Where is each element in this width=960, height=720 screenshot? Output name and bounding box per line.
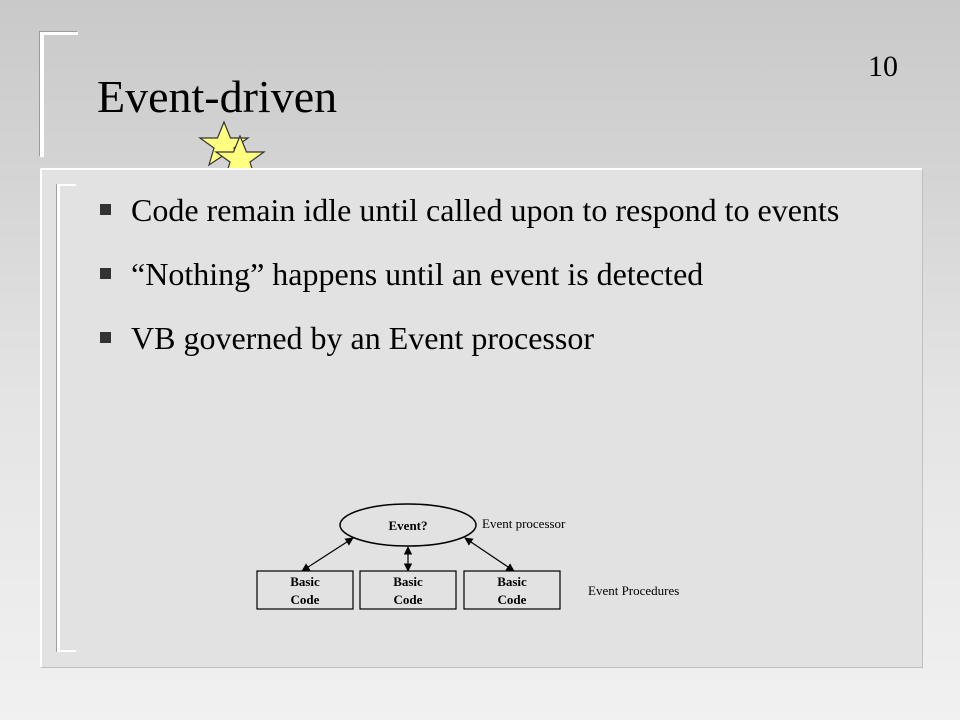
code-box-label: Basic: [393, 574, 423, 589]
code-box-label: Basic: [290, 574, 320, 589]
content-accent-bar: [57, 184, 76, 652]
title-accent-bar: [40, 32, 78, 157]
arrow-right: [464, 537, 515, 572]
slide-number: 10: [868, 50, 898, 83]
code-box-label: Code: [394, 592, 423, 607]
bullet-item: “Nothing” happens until an event is dete…: [100, 256, 880, 292]
bullet-item: Code remain idle until called upon to re…: [100, 192, 880, 228]
code-box-label: Basic: [497, 574, 527, 589]
event-processor-label: Event processor: [482, 516, 566, 531]
code-box: [256, 570, 354, 610]
code-box: [359, 570, 457, 610]
code-box-label: Code: [291, 592, 320, 607]
event-node: [339, 503, 477, 547]
bullet-text: “Nothing” happens until an event is dete…: [131, 256, 704, 292]
code-box-label: Code: [498, 592, 527, 607]
bullet-text: VB governed by an Event processor: [131, 320, 594, 356]
bullet-square-icon: [100, 332, 111, 343]
arrow-left: [301, 537, 354, 572]
slide-title: Event-driven: [97, 71, 338, 122]
event-node-label: Event?: [389, 518, 428, 533]
bullet-square-icon: [100, 268, 111, 279]
bullet-list: Code remain idle until called upon to re…: [100, 192, 880, 356]
bullet-text: Code remain idle until called upon to re…: [131, 192, 840, 228]
event-procedures-label: Event Procedures: [588, 583, 679, 598]
event-diagram: Event? Event processor Basic Code Basic …: [256, 503, 679, 610]
code-box: [463, 570, 561, 610]
bullet-square-icon: [100, 204, 111, 215]
bullet-item: VB governed by an Event processor: [100, 320, 880, 356]
